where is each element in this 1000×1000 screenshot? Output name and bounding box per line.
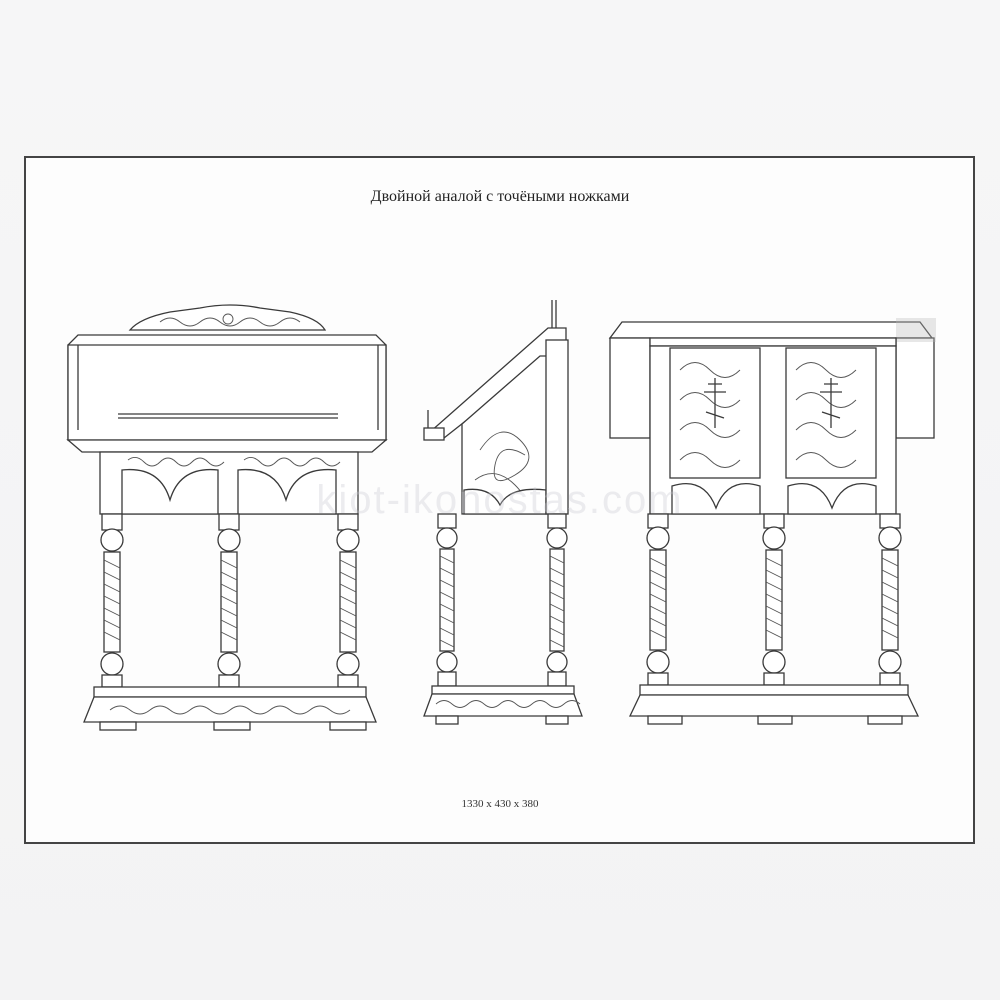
drawing-title: Двойной аналой с точёными ножками — [370, 188, 630, 205]
front-view — [66, 304, 388, 731]
watermark-text: kiot-ikonostas.com — [316, 478, 684, 522]
back-view — [608, 318, 936, 725]
dimensions-label: 1330 x 430 x 380 — [461, 798, 539, 810]
side-view — [423, 300, 583, 725]
